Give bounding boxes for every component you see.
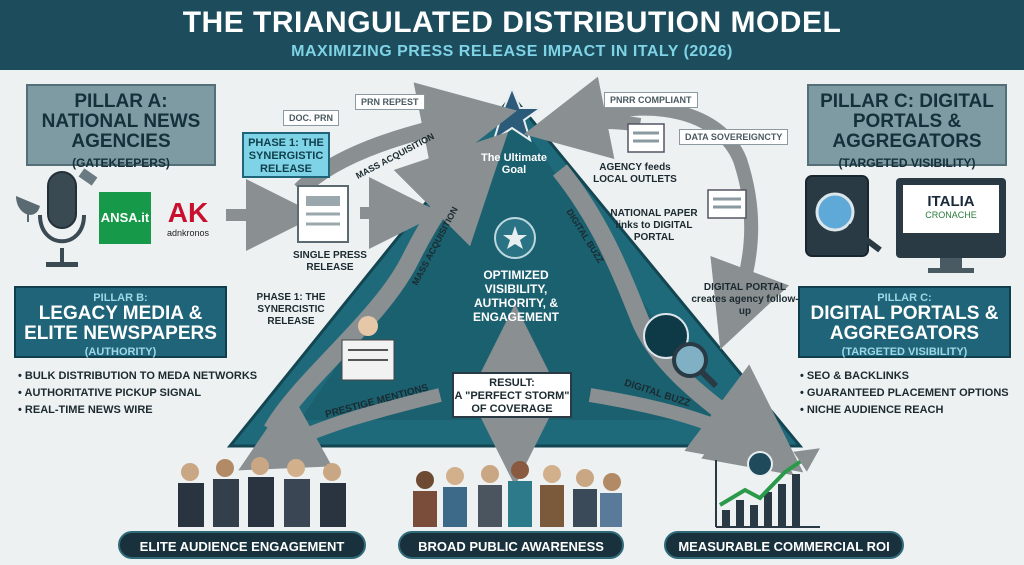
pillar-c-bullet: GUARANTEED PLACEMENT OPTIONS [800,385,1009,402]
tablet-magnifier-icon [805,175,882,257]
adnkronos-label: adnkronos [166,228,210,238]
pillar-c-mid-title: DIGITAL PORTALS & AGGREGATORS [810,303,999,344]
pillar-c-top-subtitle: (TARGETED VISIBILITY) [838,156,976,170]
pillar-c-bullets: SEO & BACKLINKS GUARANTEED PLACEMENT OPT… [800,368,1009,419]
pnrr-tag: PNRR COMPLIANT [604,92,698,108]
news-screen-icon-1 [627,123,665,153]
public-crowd-icon [413,461,622,527]
pillar-a-title: PILLAR A: NATIONAL NEWS AGENCIES [41,91,201,152]
data-sovereignty-tag: DATA SOVEREIGNCTY [679,129,789,145]
portal-loop-arrow [597,101,790,350]
result-box: RESULT: A "PERFECT STORM" OF COVERAGE [452,372,572,418]
elite-audience-people-icon [178,457,346,527]
pillar-c-bullet: SEO & BACKLINKS [800,368,1009,385]
phase1-box-text: PHASE 1: THE SYNERGISTIC RELEASE [248,137,324,175]
result-line-3: OF COVERAGE [471,403,553,415]
prn-repest-tag: PRN REPEST [355,94,425,110]
commercial-roi-bar: MEASURABLE COMMERCIAL ROI [664,531,904,559]
ultimate-goal-label: The Ultimate Goal [480,152,547,176]
page-subtitle: MAXIMIZING PRESS RELEASE IMPACT IN ITALY… [291,43,733,60]
single-release-label: SINGLE PRESS RELEASE [293,250,367,273]
satellite-icon [78,168,98,186]
digital-portal-label: DIGITAL PORTAL creates agency follow-up [691,282,799,317]
result-line-2: A "PERFECT STORM" [454,390,570,402]
pillar-c-top-box: PILLAR C: DIGITAL PORTALS & AGGREGATORS … [807,84,1007,170]
page-title: THE TRIANGULATED DISTRIBUTION MODEL [182,6,842,39]
pillar-b-title: LEGACY MEDIA & ELITE NEWSPAPERS [24,303,217,344]
pillar-c-top-title: PILLAR C: DIGITAL PORTALS & AGGREGATORS [820,91,994,152]
pillar-c-bullet: NICHE AUDIENCE REACH [800,402,1009,419]
pillar-a-subtitle: (GATEKEEPERS) [72,156,170,170]
news-screen-icon-2 [707,189,747,219]
pillar-b-label: PILLAR B: [93,292,148,304]
bottom-buzz-arrow [588,388,794,476]
elite-engagement-bar: ELITE AUDIENCE ENGAGEMENT [118,531,366,559]
growth-chart-icon [715,448,820,528]
ansa-logo: ANSA.it [99,192,151,244]
pillar-c-mid-subtitle: (TARGETED VISIBILITY) [841,346,968,358]
pillar-c-mid-box: PILLAR C: DIGITAL PORTALS & AGGREGATORS … [798,286,1011,358]
pillar-a-box: PILLAR A: NATIONAL NEWS AGENCIES (GATEKE… [26,84,216,170]
pillar-b-box: PILLAR B: LEGACY MEDIA & ELITE NEWSPAPER… [14,286,227,358]
pillar-b-bullets: BULK DISTRIBUTION TO MEDA NETWORKS AUTHO… [18,368,258,419]
center-outcome-label: OPTIMIZED VISIBILITY, AUTHORITY, & ENGAG… [472,268,559,324]
microphone-icon [38,171,86,267]
agency-feeds-label: AGENCY feeds LOCAL OUTLETS [593,162,677,185]
pillar-b-bullet: REAL-TIME NEWS WIRE [18,402,257,419]
result-line-1: RESULT: [489,377,535,389]
national-paper-label: NATIONAL PAPER links to DIGITAL PORTAL [610,208,698,243]
pillar-b-bullet: AUTHORITATIVE PICKUP SIGNAL [18,385,257,402]
satellite-dish-icon [16,196,40,222]
pillar-b-bullet: BULK DISTRIBUTION TO MEDA NETWORKS [18,368,257,385]
adnkronos-mark-icon: AK [167,197,209,228]
phase1-box: PHASE 1: THE SYNERGISTIC RELEASE [242,132,330,178]
italia-cronache-logo: ITALIA CRONACHE [903,185,999,233]
pillar-b-subtitle: (AUTHORITY) [84,346,157,358]
pyramid-inner-shade [300,110,724,420]
doc-prn-tag: DOC. PRN [283,110,340,126]
press-release-document-icon [297,185,349,243]
newspaper-reader-icon [341,316,395,381]
prestige-arrow [238,388,442,471]
globe-magnifier-icon [643,313,719,389]
header-banner: THE TRIANGULATED DISTRIBUTION MODEL MAXI… [0,0,1024,70]
adnkronos-logo: AK adnkronos [157,197,219,239]
italia-logo-word: ITALIA [927,193,975,210]
italia-logo-sub: CRONACHE [925,210,977,220]
phase1-text: PHASE 1: THE SYNERCISTIC RELEASE [256,292,326,327]
public-awareness-bar: BROAD PUBLIC AWARENESS [398,531,624,559]
pillar-c-mid-label: PILLAR C: [877,292,932,304]
mass-acquisition-arrow [264,131,509,435]
